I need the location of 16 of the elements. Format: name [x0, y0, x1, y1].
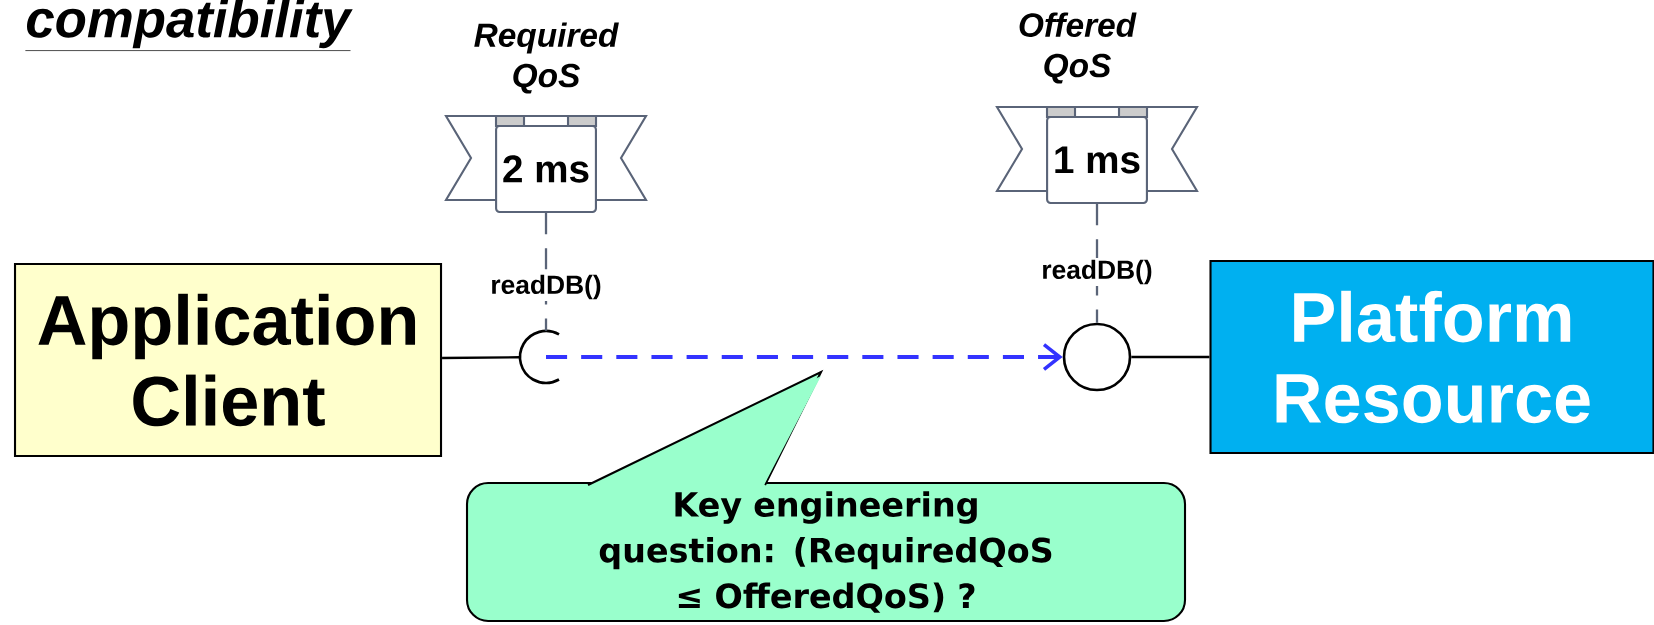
- heading: Offered QoS: [1019, 12, 1137, 84]
- connector-line: [1131, 355, 1210, 359]
- scroll-banner: 1 ms: [995, 105, 1199, 205]
- resource-box: Platform Resource: [1209, 259, 1654, 455]
- application-box: Application Client: [13, 262, 443, 458]
- speech-bubble: Key engineering question: (RequiredQoS ≤ OfferedQoS) ?: [465, 369, 1187, 623]
- socket-symbol: [518, 329, 560, 385]
- interface-label: readDB(): [488, 272, 604, 302]
- scroll-banner: 2 ms: [444, 114, 648, 214]
- heading: Required QoS: [474, 22, 619, 94]
- connector-line: [442, 356, 520, 360]
- arrow: [546, 343, 1063, 371]
- interface-circle: [1062, 322, 1132, 392]
- dashed-line: [544, 213, 548, 331]
- dashed-line: [1095, 204, 1099, 323]
- interface-label: readDB(): [1039, 257, 1155, 287]
